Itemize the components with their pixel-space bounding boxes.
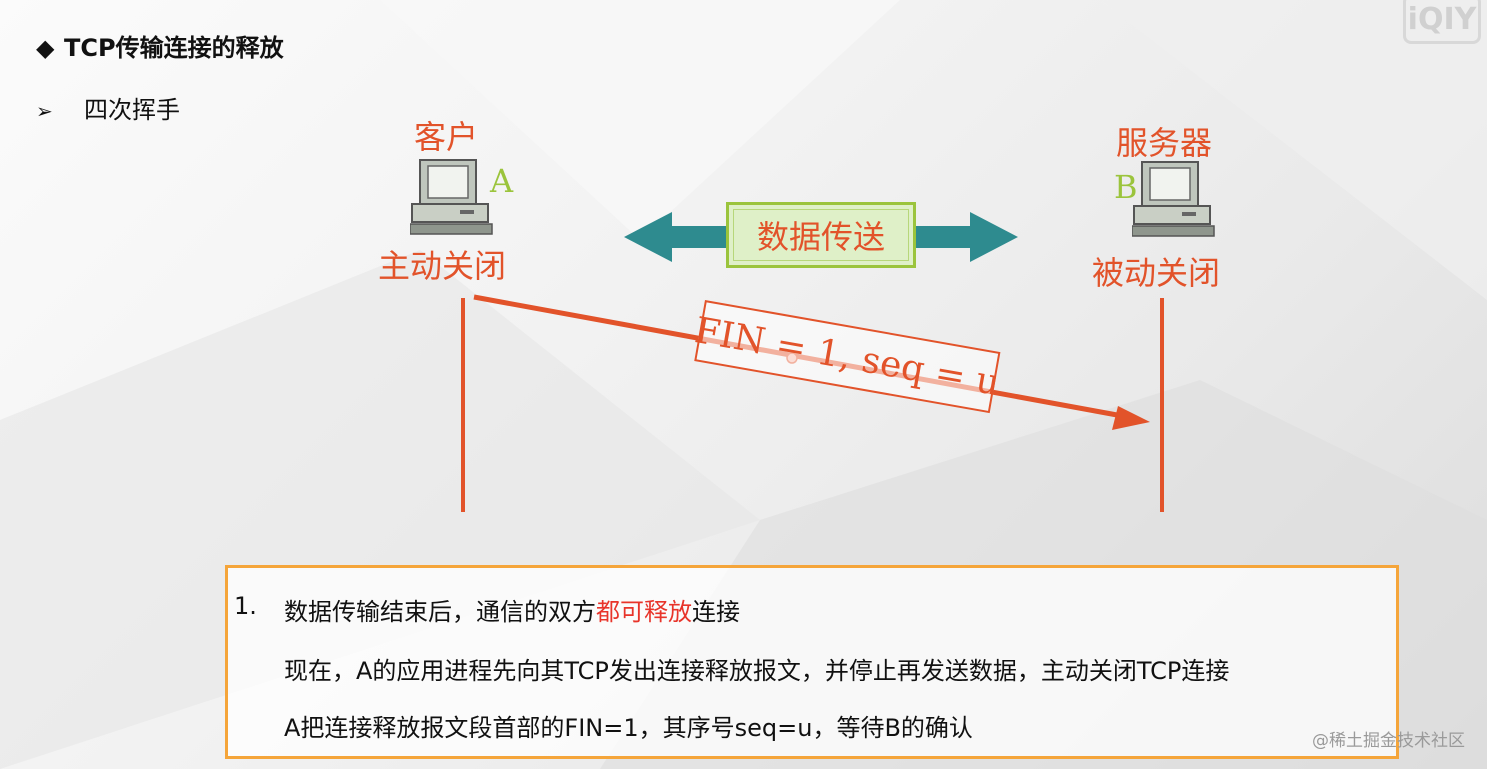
iqiyi-logo-text: iQIY [1407,1,1477,37]
slide-heading: ◆ TCP传输连接的释放 [36,28,284,63]
server-state-label: 被动关闭 [1092,254,1221,292]
data-transfer-box-inner-border [733,209,909,261]
server-letter: B [1114,168,1138,206]
arrow-bullet-icon: ➢ [36,99,53,123]
explanation-box: 1. 数据传输结束后，通信的双方都可释放连接 现在，A的应用进程先向其TCP发出… [225,565,1399,759]
slide-subheading-text: 四次挥手 [84,96,180,124]
slide-subheading: ➢ 四次挥手 [36,90,180,125]
data-transfer-label: 数据传送 [756,218,885,256]
note-line-1-highlight: 都可释放 [596,598,692,626]
note-line-1-prefix: 数据传输结束后，通信的双方 [284,598,596,626]
note-line-1: 数据传输结束后，通信的双方都可释放连接 [284,592,740,627]
diamond-bullet-icon: ◆ [36,34,55,62]
data-transfer-box: 数据传送 [726,202,916,268]
client-label: 客户 [414,118,479,156]
iqiyi-logo: iQIY [1403,0,1481,44]
note-number: 1. [234,592,257,620]
server-computer-icon [1132,161,1215,237]
fin-arrowhead [1112,406,1150,430]
note-line-3: A把连接释放报文段首部的FIN=1，其序号seq=u，等待B的确认 [284,714,973,742]
note-line-2: 现在，A的应用进程先向其TCP发出连接释放报文，并停止再发送数据，主动关闭TCP… [284,657,1230,685]
server-label: 服务器 [1116,124,1213,162]
client-letter: A [490,162,514,200]
slide-heading-text: TCP传输连接的释放 [64,34,284,62]
client-state-label: 主动关闭 [378,247,507,285]
client-computer-icon [410,159,493,235]
site-watermark: @稀土掘金技术社区 [1312,731,1465,751]
note-line-1-suffix: 连接 [692,598,740,626]
